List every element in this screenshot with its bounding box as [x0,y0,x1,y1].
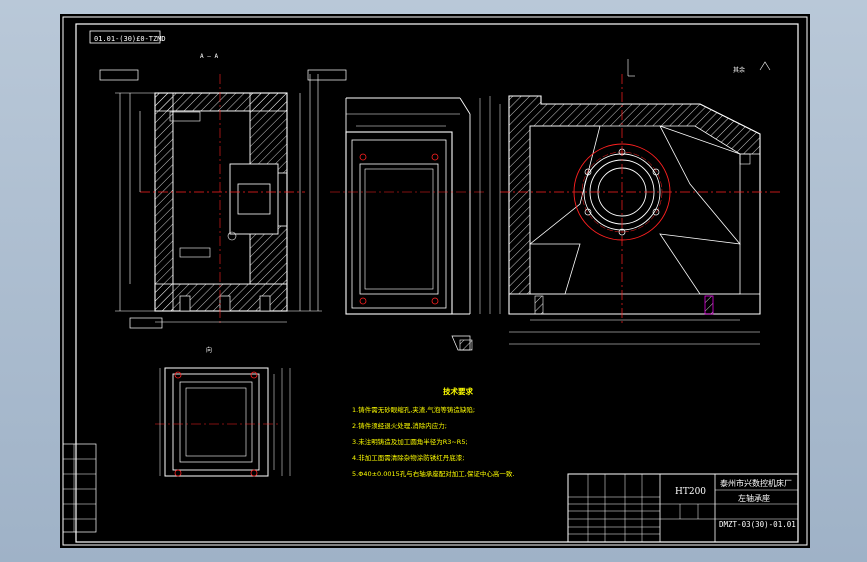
title-block: HT200 泰州市兴数控机床厂 左轴承座 DMZT-03(30)-01.01 [567,473,799,543]
technical-requirements: 技术要求 1.铸件需无砂眼缩孔,夹渣,气泡等铸造缺陷; 2.铸件须经退火处理,消… [352,386,514,478]
tech-req-title: 技术要求 [443,386,473,396]
part-name-text: 左轴承座 [738,493,770,503]
tech-req-item: 3.未注明铸造及加工圆角半径为R3~R5; [352,437,468,446]
tech-req-item: 1.铸件需无砂眼缩孔,夹渣,气泡等铸造缺陷; [352,405,475,414]
bottom-view: 向 [155,346,291,477]
side-view: 其余 [489,59,780,345]
rotated-drawing-number: 01.01-(30)£0-TZMD [94,35,166,43]
drawing-number-text: DMZT-03(30)-01.01 [719,520,796,529]
section-label: A — A [200,53,218,60]
view-label: 向 [206,346,212,354]
tech-req-item: 2.铸件须经退火处理,消除内应力; [352,421,447,430]
outer-border [62,16,808,546]
company-text: 泰州市兴数控机床厂 [720,478,792,488]
material-text: HT200 [675,487,706,497]
surface-other-label: 其余 [733,66,745,74]
drawing-viewport[interactable]: 01.01-(30)£0-TZMD A — A [60,14,810,548]
front-view [330,97,485,351]
engineering-drawing: 01.01-(30)£0-TZMD A — A [62,16,808,546]
left-margin-table [62,443,97,533]
rotated-number-box [89,30,161,44]
section-view: A — A [99,53,347,329]
tech-req-item: 5.Φ40±0.0015孔与右轴承座配对加工,保证中心高一致. [352,469,514,478]
inner-border [75,23,799,543]
tech-req-item: 4.非加工面需清除杂物涂防锈红丹底漆; [352,453,464,462]
